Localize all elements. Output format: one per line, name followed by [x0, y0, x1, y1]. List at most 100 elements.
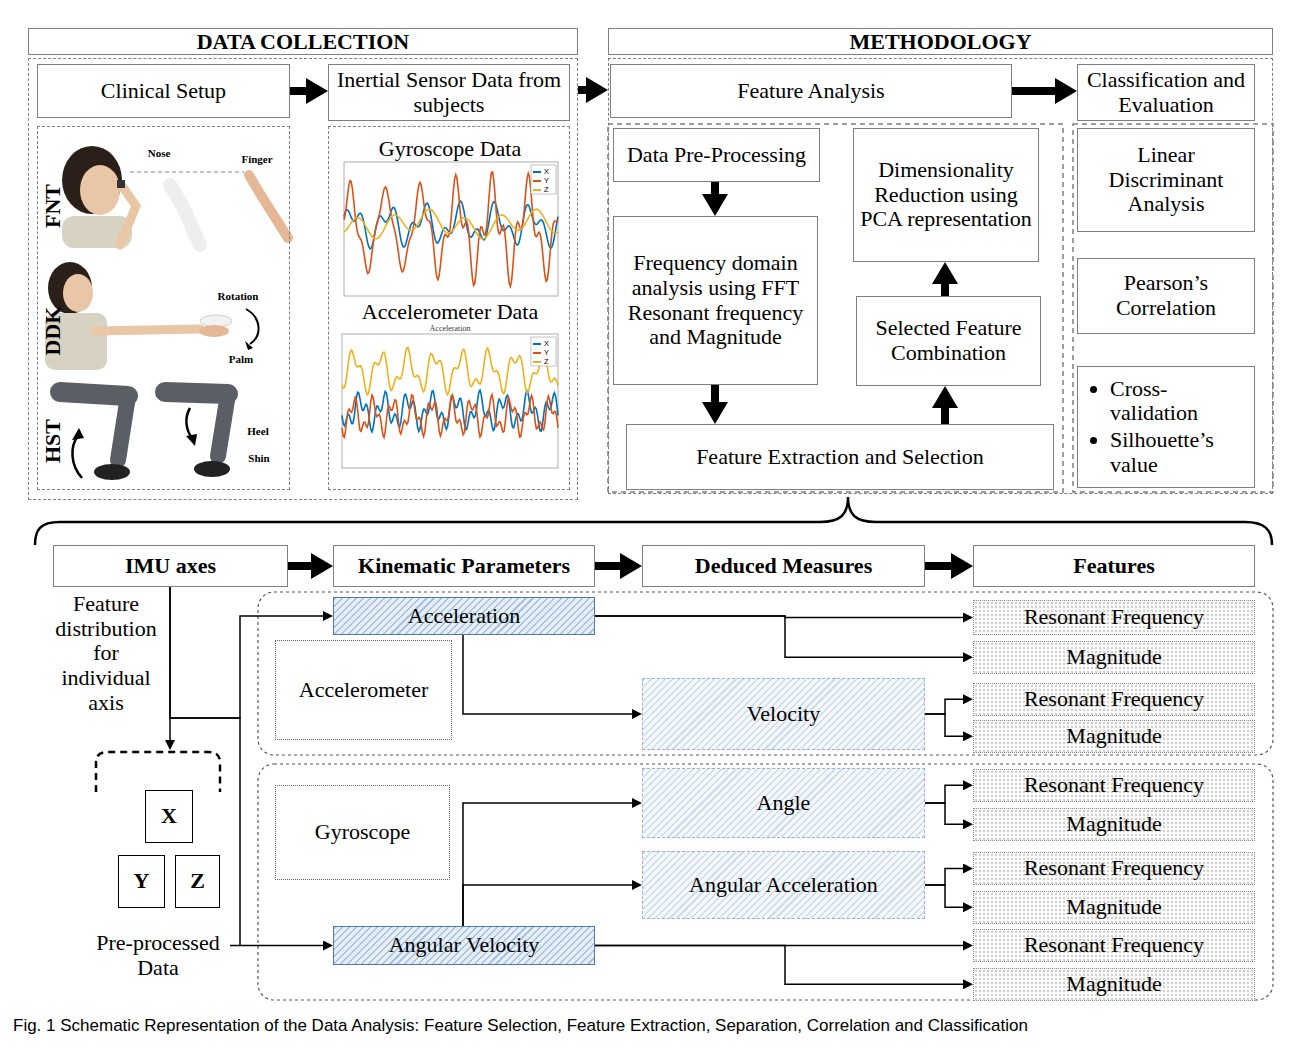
legend-item: Y [533, 348, 549, 357]
node-text: Palm [229, 353, 253, 365]
block-arrow [578, 86, 586, 94]
measure-box: Angular Acceleration [642, 851, 925, 919]
column-header: Deduced Measures [642, 545, 925, 587]
node-text: IMU axes [125, 554, 216, 579]
block-arrow [941, 284, 949, 296]
block-arrow [290, 87, 306, 95]
section-panel: Feature AnalysisData Pre-ProcessingDimen… [608, 28, 1273, 494]
process-box: Classification and Evaluation [1077, 64, 1255, 121]
legend-swatch [533, 361, 541, 363]
node-text: Resonant Frequency [1024, 605, 1204, 630]
flow-arrow [925, 803, 963, 824]
node-text: HST [41, 419, 65, 463]
axis-box: X [145, 790, 193, 843]
hair [62, 146, 122, 214]
feature-box: Resonant Frequency [973, 929, 1255, 962]
leader-line [169, 718, 171, 741]
axis-bracket [96, 752, 220, 792]
legend-swatch [533, 180, 541, 182]
arm [95, 329, 200, 331]
hst-illustration [60, 392, 230, 480]
node-text: Velocity [747, 702, 820, 727]
annotation-label: Feature distribution for individual axis [50, 592, 162, 715]
legend-text: Y [544, 348, 549, 357]
legend-swatch [533, 343, 541, 345]
process-box: Feature Analysis [610, 64, 1012, 118]
dashed-region [1073, 124, 1273, 492]
group-region [258, 592, 1273, 755]
node-text: Accelerometer [299, 678, 428, 703]
feature-box: Resonant Frequency [973, 852, 1255, 885]
node-text: Shin [248, 452, 269, 464]
rotation-arrow [246, 309, 259, 344]
node-text: METHODOLOGY [849, 31, 1031, 53]
thigh [60, 392, 128, 396]
feature-box: Magnitude [973, 891, 1255, 924]
node-text: Acceleration [430, 325, 471, 334]
block-arrow [1012, 87, 1055, 95]
motion-arrow [72, 436, 82, 478]
process-box: Pearson’s Correlation [1077, 258, 1255, 334]
node-text: Magnitude [1066, 645, 1161, 670]
node-text: Acceleration [408, 604, 520, 629]
feature-box: Resonant Frequency [973, 600, 1255, 635]
dashed-region [28, 58, 578, 500]
node-text: Pearson’s Correlation [1084, 271, 1248, 320]
node-text: Inertial Sensor Data from subjects [335, 68, 563, 117]
node-text: Frequency domain analysis using FFT Reso… [620, 251, 811, 350]
hand [199, 325, 229, 337]
chart-trace [342, 347, 558, 394]
process-box: Feature Extraction and Selection [626, 424, 1054, 490]
feature-box: Magnitude [973, 720, 1255, 753]
legend-frame [531, 337, 556, 366]
block-arrow [941, 408, 949, 424]
process-box: Data Pre-Processing [613, 128, 820, 182]
chart-trace [344, 209, 558, 239]
flow-arrow [463, 803, 632, 926]
node-text: Linear Discriminant Analysis [1084, 143, 1248, 217]
ddk-illustration [45, 262, 259, 370]
node-text: Magnitude [1066, 724, 1161, 749]
node-text: Magnitude [1066, 812, 1161, 837]
measure-box: Velocity [642, 678, 925, 750]
process-box: Inertial Sensor Data from subjects [328, 64, 570, 121]
legend-text: X [544, 339, 549, 348]
process-box: Linear Discriminant Analysis [1077, 128, 1255, 232]
photo-panel: FNTNoseFingerDDKRotationPalmHSTHeelShin [37, 126, 290, 490]
process-box: Clinical Setup [37, 64, 290, 118]
face [80, 165, 120, 215]
node-text: X [161, 804, 177, 829]
node-text: Magnitude [1066, 972, 1161, 997]
node-text: Gyroscope [315, 820, 410, 845]
block-arrow [711, 182, 719, 194]
legend-swatch [533, 189, 541, 191]
node-text: Resonant Frequency [1024, 687, 1204, 712]
legend-item: Z [533, 185, 549, 194]
face [63, 274, 93, 312]
node-text: Clinical Setup [101, 79, 226, 104]
node-text: Heel [247, 425, 268, 437]
hair [48, 262, 92, 314]
node-text: DDK [41, 307, 65, 356]
section-panel: Clinical SetupFNTNoseFingerDDKRotationPa… [28, 28, 578, 500]
node-text: Angle [757, 791, 811, 816]
axis-box: Z [175, 855, 220, 908]
flow-arrow [595, 616, 963, 657]
arrow-head [72, 428, 84, 440]
node-text: Silhouette’s value [1110, 428, 1248, 477]
axis-box: Y [118, 855, 165, 908]
node-text: Angular Acceleration [689, 873, 878, 898]
annotation-label: Pre-processed Data [88, 931, 228, 980]
node-text: Dimensionality Reduction using PCA repre… [860, 158, 1032, 232]
leader-line [230, 945, 240, 947]
node-text: Resonant Frequency [1024, 773, 1204, 798]
node-text: Features [1073, 554, 1154, 579]
block-arrow [595, 562, 620, 570]
node-text: Resonant Frequency [1024, 933, 1204, 958]
flow-arrow [463, 635, 632, 714]
arrow-head [186, 434, 197, 446]
thigh [165, 392, 228, 394]
legend-item: Y [533, 176, 549, 185]
node-text: Selected Feature Combination [863, 316, 1034, 365]
connectors [170, 90, 1055, 984]
